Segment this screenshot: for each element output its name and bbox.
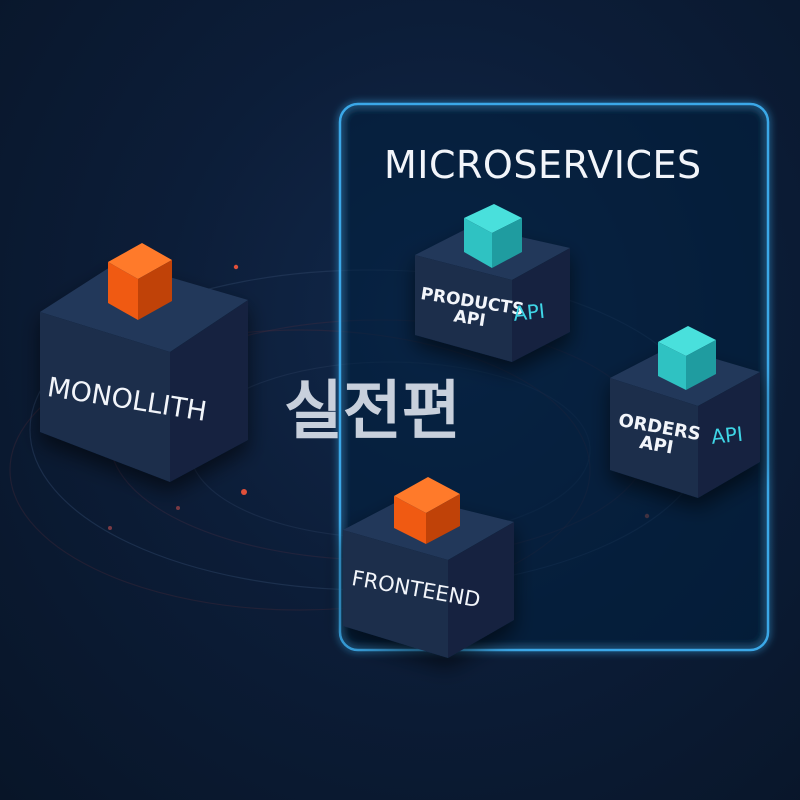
center-title: 실전편: [284, 375, 461, 449]
orbit-dot: [233, 264, 239, 270]
orbit-dot: [176, 506, 180, 510]
block-right-face: [512, 248, 570, 362]
orbit-dot: [241, 489, 247, 495]
panel-title: MICROSERVICES: [384, 143, 702, 187]
products-cube-icon: [464, 204, 522, 268]
products-api-tag: API: [512, 298, 546, 326]
products-api-block: [415, 226, 570, 362]
block-left-face: [40, 312, 170, 482]
orbit-dot: [108, 526, 112, 530]
orders-api-tag: API: [710, 421, 744, 449]
monolith-cube-icon: [108, 243, 172, 320]
orders-cube-icon: [658, 326, 716, 390]
block-left-face: [343, 530, 448, 658]
block-right-face: [698, 372, 760, 498]
frontend-block: [343, 496, 514, 658]
block-left-face: [610, 378, 698, 498]
block-right-face: [448, 522, 514, 658]
block-right-face: [170, 300, 248, 482]
block-left-face: [415, 255, 512, 362]
frontend-cube-icon: [394, 477, 460, 544]
